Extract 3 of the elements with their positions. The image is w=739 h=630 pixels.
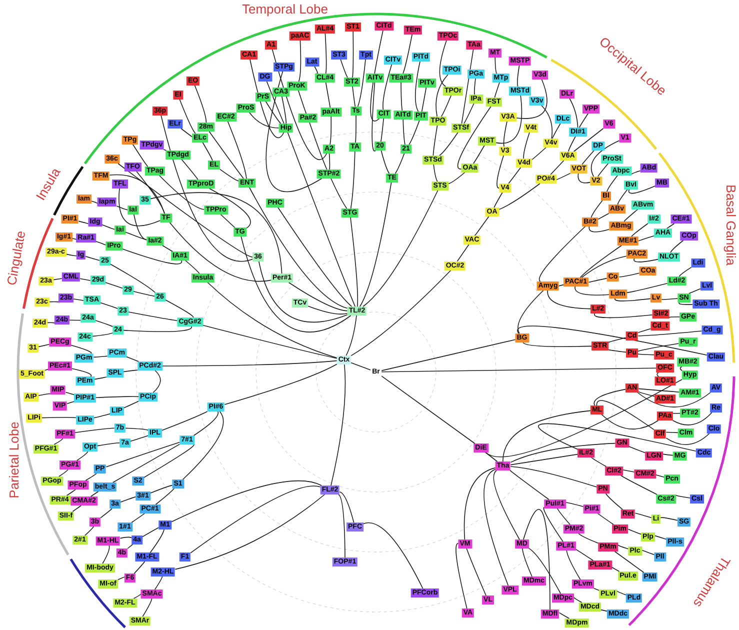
sector-title: Parietal Lobe [6,422,22,498]
sector-title: Cingulate [4,230,28,286]
sector-title: Temporal Lobe [242,2,328,16]
